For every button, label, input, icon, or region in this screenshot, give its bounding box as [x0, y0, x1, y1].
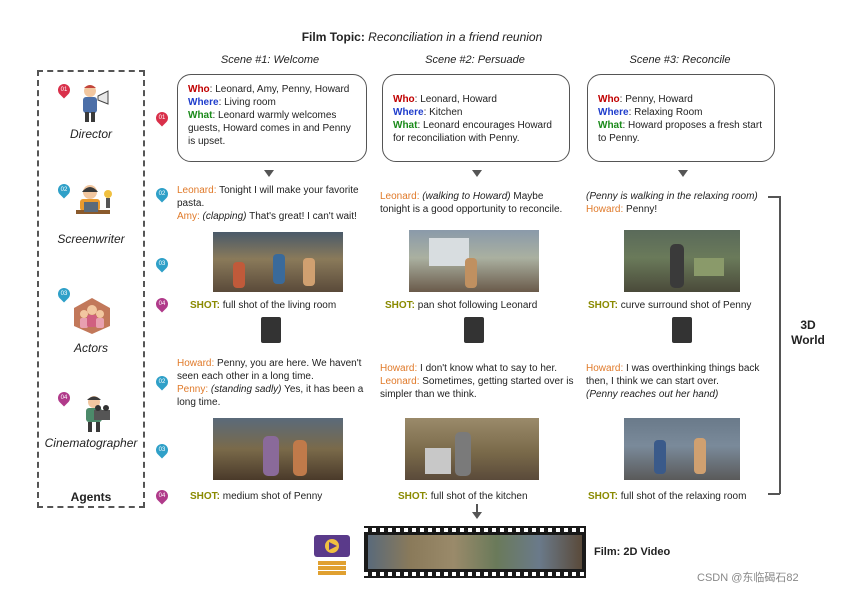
- scene-1-plan-bubble: Who: Leonard, Amy, Penny, Howard Where: …: [177, 74, 367, 162]
- cinematographer-pin-icon: 04: [55, 389, 73, 407]
- row-pin-03-icon: 03: [153, 255, 171, 273]
- film-label: Film: 2D Video: [594, 546, 671, 558]
- scene-3-camera-icon: [672, 317, 692, 343]
- scene-3-dialogue-1: (Penny is walking in the relaxing room) …: [586, 191, 758, 215]
- actors-pin-icon: 03: [55, 285, 73, 303]
- cinematographer-icon: [86, 396, 110, 432]
- scene-2-camera-icon: [464, 317, 484, 343]
- scene-2-dialogue-1: Leonard: (walking to Howard) Maybe tonig…: [380, 191, 563, 215]
- watermark: CSDN @东临碣石82: [697, 572, 799, 584]
- scene-3-dialogue-2: Howard: I was overthinking things back t…: [586, 363, 760, 400]
- scene-3-frame-2: [624, 418, 740, 480]
- scene-2-where: Kitchen: [429, 107, 463, 118]
- scene-1-dialogue-2: Howard: Penny, you are here. We haven't …: [177, 358, 364, 408]
- scene-2-dialogue-2: Howard: I don't know what to say to her.…: [380, 363, 574, 400]
- scene-1-dialogue-1: Leonard: Tonight I will make your favori…: [177, 185, 359, 222]
- scene-1-what: Leonard warmly welcomes guests, Howard c…: [188, 110, 351, 147]
- row-pin-01-icon: 01: [153, 109, 171, 127]
- agents-title: Agents: [70, 490, 112, 504]
- film-strip: [364, 526, 586, 578]
- agents-panel: [37, 70, 145, 508]
- scene-1-who: Leonard, Amy, Penny, Howard: [215, 84, 350, 95]
- scene-3-heading: Scene #3: Reconcile: [629, 54, 731, 66]
- scene-2-arrow-1: [472, 170, 482, 177]
- row-pin-02b-icon: 02: [153, 373, 171, 391]
- scene-1-frame-1: [213, 232, 343, 292]
- scene-2-plan-bubble: Who: Leonard, Howard Where: Kitchen What…: [382, 74, 570, 162]
- director-pin-icon: 01: [55, 81, 73, 99]
- scene-2-arrow-2: [472, 512, 482, 519]
- what-label: What: [188, 110, 213, 121]
- who-label: Who: [188, 84, 210, 95]
- scene-2-shot-1: SHOT: pan shot following Leonard: [385, 300, 538, 311]
- film-icon: [314, 535, 350, 575]
- scene-2-what: Leonard encourages Howard for reconcilia…: [393, 120, 552, 144]
- scene-1-arrow-1: [264, 170, 274, 177]
- scene-2-frame-1: [409, 230, 539, 292]
- scene-2-heading: Scene #2: Persuade: [425, 54, 525, 66]
- scene-1-shot-2: SHOT: medium shot of Penny: [190, 491, 323, 502]
- scene-1-shot-1: SHOT: full shot of the living room: [190, 300, 337, 311]
- scene-3-arrow-1: [678, 170, 688, 177]
- where-label: Where: [188, 97, 219, 108]
- agent-label-director: Director: [69, 127, 112, 141]
- row-pin-04-icon: 04: [153, 295, 171, 313]
- screenwriter-pin-icon: 02: [55, 181, 73, 199]
- scene-1-frame-2: [213, 418, 343, 480]
- scene-2-shot-2: SHOT: full shot of the kitchen: [398, 491, 528, 502]
- title-topic: Reconciliation in a friend reunion: [368, 30, 543, 44]
- scene-2-frame-2: [405, 418, 539, 480]
- row-pin-02-icon: 02: [153, 185, 171, 203]
- title-prefix: Film Topic:: [301, 30, 365, 44]
- world-bracket-top: [768, 196, 780, 198]
- scene-3-shot-2: SHOT: full shot of the relaxing room: [588, 491, 747, 502]
- world-bracket-line: [779, 196, 781, 494]
- actors-icon: [74, 298, 110, 334]
- film-topic-title: Film Topic: Reconciliation in a friend r…: [0, 30, 844, 44]
- scene-3-shot-1: SHOT: curve surround shot of Penny: [588, 300, 752, 311]
- director-icon: [83, 85, 109, 122]
- agent-label-actors: Actors: [73, 341, 108, 355]
- scene-1-camera-icon: [261, 317, 281, 343]
- scene-1-where: Living room: [224, 97, 276, 108]
- world-bracket-bottom: [768, 493, 780, 495]
- scene-1-heading: Scene #1: Welcome: [220, 54, 320, 66]
- agent-label-cinematographer: Cinematographer: [44, 436, 138, 450]
- scene-3-who: Penny, Howard: [625, 94, 693, 105]
- row-pin-04b-icon: 04: [153, 487, 171, 505]
- scene-3-where: Relaxing Room: [634, 107, 703, 118]
- scene-3-plan-bubble: Who: Penny, Howard Where: Relaxing Room …: [587, 74, 775, 162]
- screenwriter-icon: [76, 185, 112, 214]
- scene-3-what: Howard proposes a fresh start to Penny.: [598, 120, 762, 144]
- agent-label-screenwriter: Screenwriter: [57, 232, 125, 246]
- scene-2-who: Leonard, Howard: [420, 94, 497, 105]
- world-label: 3D World: [791, 318, 825, 347]
- scene-2-arrow-2-stem: [476, 504, 478, 513]
- scene-3-frame-1: [624, 230, 740, 292]
- row-pin-03b-icon: 03: [153, 441, 171, 459]
